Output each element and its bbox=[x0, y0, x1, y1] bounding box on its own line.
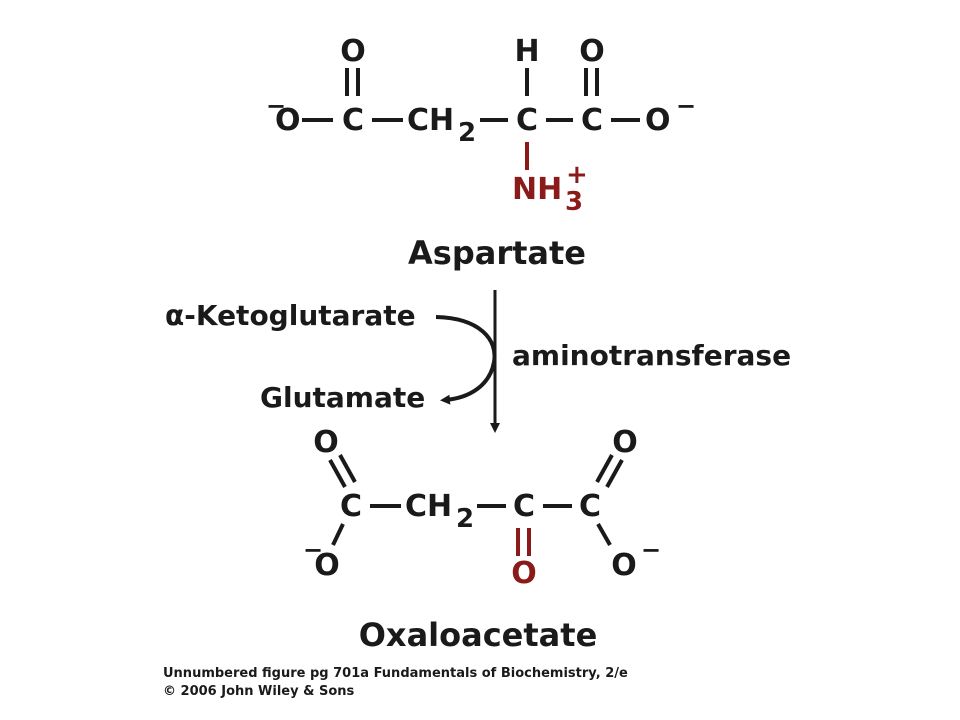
oxaloacetate-o-bottom-right: O bbox=[611, 548, 637, 583]
aspartate-h-top: H bbox=[514, 34, 539, 69]
credit-line-1: Unnumbered figure pg 701a Fundamentals o… bbox=[163, 666, 628, 681]
figure-credits: Unnumbered figure pg 701a Fundamentals o… bbox=[163, 666, 628, 699]
aspartate-o-top-left: O bbox=[340, 34, 366, 69]
oxaloacetate-double-bond-left-a bbox=[328, 459, 347, 488]
oxaloacetate-c-keto: C bbox=[513, 489, 535, 524]
oxaloacetate-double-bond-right-b bbox=[605, 459, 624, 488]
oxaloacetate-bond-c1-o bbox=[331, 523, 345, 546]
oxaloacetate-c1: C bbox=[340, 489, 362, 524]
aspartate-name: Aspartate bbox=[408, 234, 586, 272]
aspartate-o-top-right: O bbox=[579, 34, 605, 69]
credit-line-2: © 2006 John Wiley & Sons bbox=[163, 684, 355, 699]
aspartate-ch2-subscript: 2 bbox=[458, 118, 476, 148]
aspartate-o-minus-right: O bbox=[645, 103, 671, 138]
oxaloacetate-structure: O O C CH 2 C C − O O − O Oxaloacetate bbox=[303, 425, 661, 654]
aspartate-o-minus-left: O bbox=[275, 103, 301, 138]
aspartate-c1: C bbox=[342, 103, 364, 138]
aspartate-c4: C bbox=[581, 103, 603, 138]
reaction-step: α-Ketoglutarate Glutamate aminotransfera… bbox=[165, 290, 791, 433]
oxaloacetate-name: Oxaloacetate bbox=[359, 616, 598, 654]
aspartate-amino-plus: + bbox=[566, 160, 588, 190]
oxaloacetate-double-bond-left-b bbox=[338, 454, 357, 483]
enzyme-label: aminotransferase bbox=[512, 339, 791, 372]
aspartate-amino-nh: NH bbox=[512, 172, 562, 207]
aspartate-ch: CH bbox=[407, 103, 454, 138]
oxaloacetate-double-bond-right-a bbox=[595, 454, 614, 483]
oxaloacetate-ch2-subscript: 2 bbox=[456, 504, 474, 534]
oxaloacetate-o-top-left: O bbox=[313, 425, 339, 460]
cosubstrate-in-label: α-Ketoglutarate bbox=[165, 299, 416, 332]
oxaloacetate-keto-o: O bbox=[511, 556, 537, 591]
oxaloacetate-o-bottom-left: O bbox=[314, 548, 340, 583]
oxaloacetate-bond-c4-o bbox=[596, 523, 612, 546]
cosubstrate-out-label: Glutamate bbox=[260, 381, 425, 414]
oxaloacetate-minus-right: − bbox=[641, 536, 661, 564]
aspartate-minus-left: − bbox=[266, 92, 286, 120]
oxaloacetate-c4: C bbox=[579, 489, 601, 524]
cosubstrate-curved-arrow bbox=[435, 315, 497, 405]
oxaloacetate-minus-left: − bbox=[303, 536, 323, 564]
oxaloacetate-ch: CH bbox=[405, 489, 452, 524]
oxaloacetate-o-top-right: O bbox=[612, 425, 638, 460]
aspartate-amino-subscript: 3 bbox=[565, 187, 583, 217]
aspartate-structure: O H O − O C CH 2 C C O − NH 3 + Aspartat… bbox=[266, 34, 696, 272]
aspartate-minus-right: − bbox=[676, 92, 696, 120]
aspartate-c-alpha: C bbox=[516, 103, 538, 138]
